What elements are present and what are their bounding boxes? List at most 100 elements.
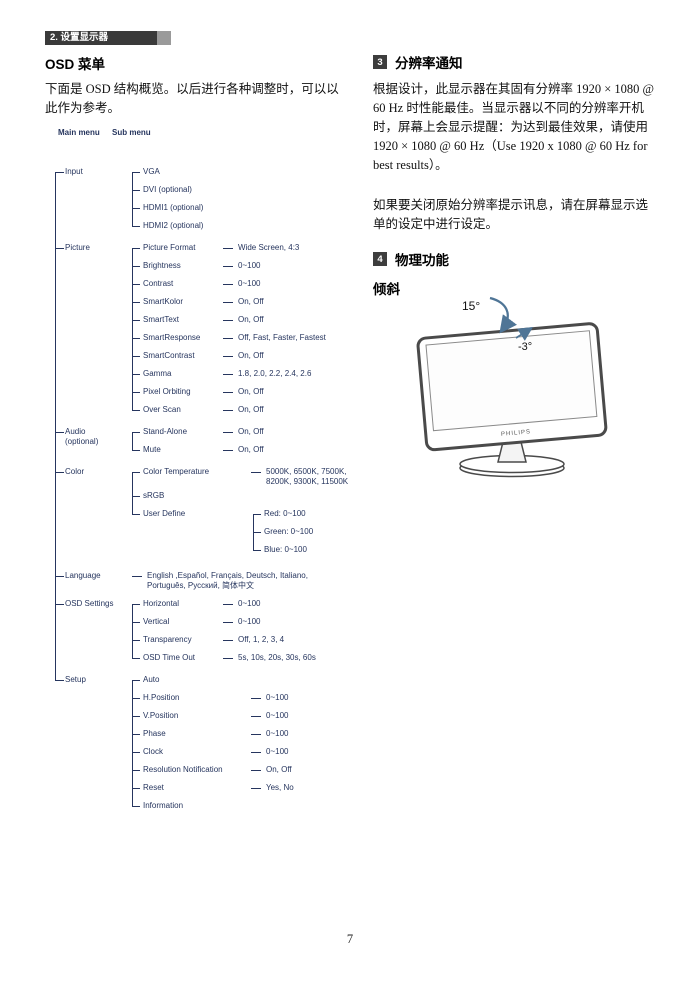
tree-connector-dash xyxy=(251,770,261,771)
tree-main-item: Language xyxy=(45,567,132,591)
tree-value: Off, Fast, Faster, Fastest xyxy=(238,333,326,343)
monitor-tilt-illustration: PHILIPS 15° -3° xyxy=(416,296,608,478)
tree-sub-label: Mute xyxy=(143,445,161,454)
tree-third-level-item: Red: 0~100 xyxy=(253,509,313,527)
tree-sub-item: DVI (optional) xyxy=(132,181,365,199)
tree-sub-label: User Define xyxy=(143,509,186,518)
tree-sub-label: SmartContrast xyxy=(143,351,195,360)
tree-value: On, Off xyxy=(238,387,264,397)
tree-sub-item: Reset Yes, No xyxy=(132,779,365,797)
tree-branch: Language English ,Español, Français, Deut… xyxy=(45,563,365,591)
tree-sub-label: Transparency xyxy=(143,635,192,644)
tree-value-line: 0~100 xyxy=(238,599,261,608)
tree-value: On, Off xyxy=(238,427,264,437)
tree-main-item: Color xyxy=(45,463,132,563)
tree-sub-item: HDMI2 (optional) xyxy=(132,217,365,235)
tree-value-line: On, Off xyxy=(238,445,264,454)
tree-sub-label: SmartResponse xyxy=(143,333,201,342)
tree-branch: Color Color Temperature 5000K, 6500K, 7500… xyxy=(45,459,365,563)
tree-value-line: Wide Screen, 4:3 xyxy=(238,243,300,252)
section-4-number-badge: 4 xyxy=(373,252,387,266)
tree-value-line: On, Off xyxy=(266,765,292,774)
tree-sub-label: Resolution Notification xyxy=(143,765,223,774)
tree-main-item: Setup xyxy=(45,671,132,815)
tree-value: On, Off xyxy=(266,765,292,775)
tree-sub-label: sRGB xyxy=(143,491,165,500)
tree-main-label: Input xyxy=(65,167,83,176)
tree-connector-dash xyxy=(251,716,261,717)
tree-sub-label: Over Scan xyxy=(143,405,181,414)
tree-value-line: Yes, No xyxy=(266,783,294,792)
tree-col-header-sub: Sub menu xyxy=(112,128,151,137)
tree-value-line: 5000K, 6500K, 7500K, xyxy=(266,467,347,476)
tree-value: Yes, No xyxy=(266,783,294,793)
tree-sub-label: H.Position xyxy=(143,693,180,702)
tree-sub-label: Horizontal xyxy=(143,599,180,608)
osd-intro-paragraph: 下面是 OSD 结构概览。以后进行各种调整时，可以以此作为参考。 xyxy=(45,82,339,115)
tree-value: Wide Screen, 4:3 xyxy=(238,243,299,253)
tree-value: 0~100 xyxy=(238,279,260,289)
tree-sub-item: SmartText On, Off xyxy=(132,311,365,329)
tree-connector-dash xyxy=(223,432,233,433)
tree-third-level-item: Green: 0~100 xyxy=(253,527,313,545)
tree-connector-dash xyxy=(223,392,233,393)
tree-sub-label: Reset xyxy=(143,783,164,792)
tree-value-line: 0~100 xyxy=(238,279,261,288)
tree-sub-item: Pixel Orbiting On, Off xyxy=(132,383,365,401)
tree-sub-label: Information xyxy=(143,801,184,810)
tree-value-line: English ,Español, Français, Deutsch, Ita… xyxy=(147,571,308,580)
tree-value: On, Off xyxy=(238,445,264,455)
tree-value: On, Off xyxy=(238,405,264,415)
tree-main-item: OSD Settings xyxy=(45,595,132,667)
tree-value-line: Off, Fast, Faster, Fastest xyxy=(238,333,326,342)
tree-value-line: On, Off xyxy=(238,315,264,324)
tree-sub-label: Contrast xyxy=(143,279,174,288)
tree-value: 0~100 xyxy=(266,729,288,739)
tree-sub-label: SmartText xyxy=(143,315,180,324)
section-3-title: 分辨率通知 xyxy=(395,56,463,71)
tree-sub-label: Color Temperature xyxy=(143,467,210,476)
tree-value: English ,Español, Français, Deutsch, Ita… xyxy=(147,571,308,591)
tree-sub-label: Pixel Orbiting xyxy=(143,387,191,396)
chapter-badge: 2. 设置显示器 xyxy=(45,31,171,45)
tree-connector-dash xyxy=(251,698,261,699)
tree-value: Off, 1, 2, 3, 4 xyxy=(238,635,284,645)
tree-connector-dash xyxy=(223,410,233,411)
tree-value: 1.8, 2.0, 2.2, 2.4, 2.6 xyxy=(238,369,311,379)
tilt-heading: 倾斜 xyxy=(373,282,400,297)
tree-sub-label: SmartKolor xyxy=(143,297,184,306)
tree-main-label: Color xyxy=(65,467,85,476)
tree-inline-value-row: English ,Español, Français, Deutsch, Ita… xyxy=(132,567,365,591)
tree-value-line: On, Off xyxy=(238,405,264,414)
tree-connector-dash xyxy=(251,752,261,753)
tree-connector-dash xyxy=(223,604,233,605)
tree-sub-label: Auto xyxy=(143,675,160,684)
tree-sub-item: Horizontal 0~100 xyxy=(132,595,365,613)
tree-col-header-main: Main menu xyxy=(58,128,100,137)
tree-connector-dash xyxy=(132,576,142,577)
section-4-header: 4 物理功能 xyxy=(373,249,449,269)
tree-value-line: 0~100 xyxy=(266,711,289,720)
tree-sub-label: OSD Time Out xyxy=(143,653,196,662)
tree-value: 0~100 xyxy=(266,711,288,721)
tree-main-item: Input xyxy=(45,163,132,235)
tree-value-line: On, Off xyxy=(238,427,264,436)
tree-connector-dash xyxy=(223,658,233,659)
tree-sub-item: Mute On, Off xyxy=(132,441,365,459)
